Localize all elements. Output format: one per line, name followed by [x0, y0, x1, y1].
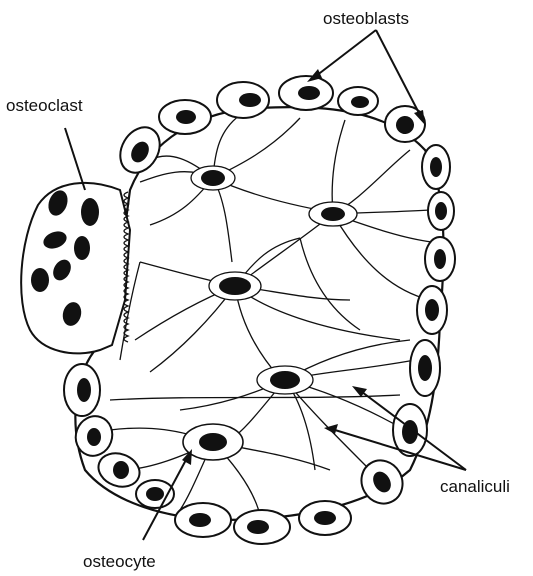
osteocyte	[191, 166, 235, 190]
osteoblast	[159, 100, 211, 134]
osteoblast	[112, 120, 167, 180]
osteoblast	[338, 87, 378, 115]
osteoblast	[393, 404, 427, 456]
label-osteoblasts: osteoblasts	[323, 9, 409, 28]
osteoblast	[217, 82, 269, 118]
osteocyte	[183, 424, 243, 460]
osteocyte	[209, 272, 261, 300]
osteoblast	[299, 501, 351, 535]
label-canaliculi: canaliculi	[440, 477, 510, 496]
label-osteocyte: osteocyte	[83, 552, 156, 571]
osteoblast	[279, 76, 333, 110]
osteoblast	[428, 192, 454, 230]
label-osteoclast: osteoclast	[6, 96, 83, 115]
osteoblast	[410, 340, 440, 396]
osteoclast-cell	[21, 183, 130, 354]
osteoblast	[175, 503, 231, 537]
osteoblast	[64, 364, 100, 416]
osteocyte	[309, 202, 357, 226]
canaliculi-network	[110, 115, 432, 515]
osteocyte	[257, 366, 313, 394]
osteocytes	[183, 166, 357, 460]
osteoblast	[417, 286, 447, 334]
osteoblast	[234, 510, 290, 544]
osteoblast	[425, 237, 455, 281]
osteoblast	[422, 145, 450, 189]
